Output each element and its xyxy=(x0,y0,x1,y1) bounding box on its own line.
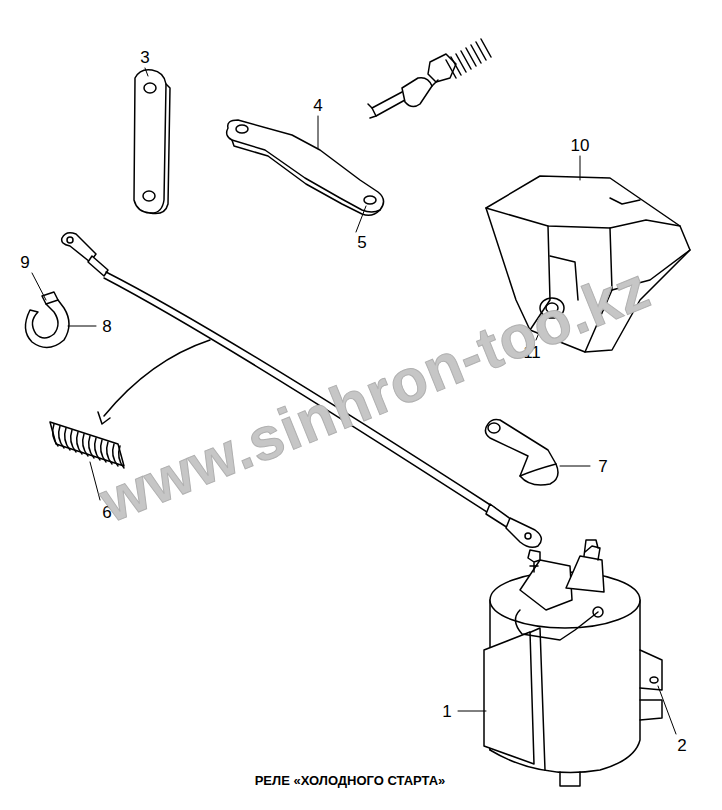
coil-stroke xyxy=(71,430,76,452)
coil-stroke xyxy=(481,39,491,57)
callout-number: 1 xyxy=(442,703,451,720)
coil-stroke xyxy=(77,432,82,454)
callout-number: 2 xyxy=(677,737,686,754)
coil-stroke xyxy=(89,436,94,458)
coil-stroke xyxy=(53,424,58,446)
callout-number: 8 xyxy=(102,318,111,335)
sleeve xyxy=(50,422,124,468)
callout-number: 4 xyxy=(313,97,322,114)
watermark: www.sinhron-too.kz xyxy=(92,257,658,532)
plate xyxy=(134,70,170,214)
relay xyxy=(484,540,662,786)
screw xyxy=(368,39,491,118)
coil-stroke xyxy=(83,434,88,456)
boot xyxy=(485,420,558,486)
callout-number: 5 xyxy=(357,234,366,251)
caption: РЕЛЕ «ХОЛОДНОГО СТАРТА» xyxy=(255,773,446,788)
coil-stroke xyxy=(95,438,100,460)
callout-number: 9 xyxy=(20,254,29,271)
coil-stroke xyxy=(101,440,106,462)
coil-stroke xyxy=(59,426,64,448)
leader-lines xyxy=(32,68,676,734)
callout-number: 10 xyxy=(571,137,590,154)
clip xyxy=(25,292,69,348)
coil-stroke xyxy=(107,442,112,464)
strap xyxy=(227,120,384,215)
callout-number: 3 xyxy=(140,49,149,66)
callout-number: 7 xyxy=(598,458,607,475)
coil-stroke xyxy=(65,428,70,450)
coil-stroke xyxy=(113,444,118,466)
